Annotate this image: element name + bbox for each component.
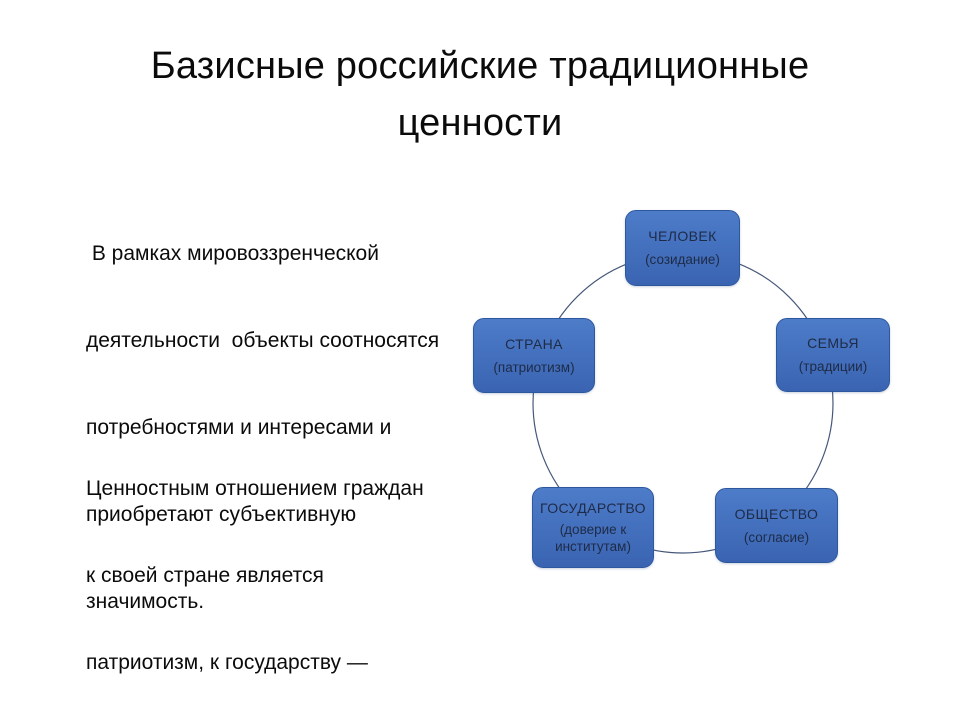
node-title: ОБЩЕСТВО: [734, 505, 819, 522]
node-subtitle: (традиции): [798, 359, 868, 374]
slide-title-line-2: ценности: [397, 102, 563, 144]
intro-paragraph: В рамках мировоззренческой деятельности …: [86, 181, 486, 674]
values-cycle-diagram: ЧЕЛОВЕК (созидание) СЕМЬЯ (традиции) ОБЩ…: [450, 180, 960, 640]
node-subtitle: (согласие): [743, 529, 810, 545]
diagram-node-semya: СЕМЬЯ (традиции): [776, 318, 890, 392]
text-line: Ценностным отношением граждан: [86, 477, 424, 500]
text-line: В рамках мировоззренческой: [86, 242, 379, 265]
slide-title: Базисные российские традиционные ценност…: [0, 38, 960, 152]
text-line: деятельности объекты соотносятся: [86, 329, 440, 352]
node-subtitle: (созидание): [645, 252, 720, 267]
diagram-node-strana: СТРАНА (патриотизм): [473, 318, 595, 393]
text-line: приобретают субъективную: [86, 503, 357, 526]
text-line: к своей стране является: [86, 564, 324, 587]
node-subtitle: (патриотизм): [493, 359, 575, 375]
node-title: СЕМЬЯ: [807, 335, 859, 351]
node-subtitle: (доверие к институтам): [555, 522, 631, 554]
node-title: СТРАНА: [505, 335, 563, 352]
node-title: ГОСУДАРСТВО: [540, 500, 646, 516]
diagram-node-chelovek: ЧЕЛОВЕК (созидание): [625, 210, 740, 286]
diagram-node-obshchestvo: ОБЩЕСТВО (согласие): [715, 488, 838, 563]
slide-title-line-1: Базисные российские традиционные: [150, 45, 810, 87]
text-line: патриотизм, к государству —: [86, 651, 368, 674]
values-paragraph: Ценностным отношением граждан к своей ст…: [86, 416, 486, 720]
text-line: значимость.: [86, 590, 205, 613]
node-title: ЧЕЛОВЕК: [648, 228, 717, 244]
text-line: потребностями и интересами и: [86, 416, 392, 439]
diagram-node-gosudarstvo: ГОСУДАРСТВО (доверие к институтам): [532, 487, 654, 568]
